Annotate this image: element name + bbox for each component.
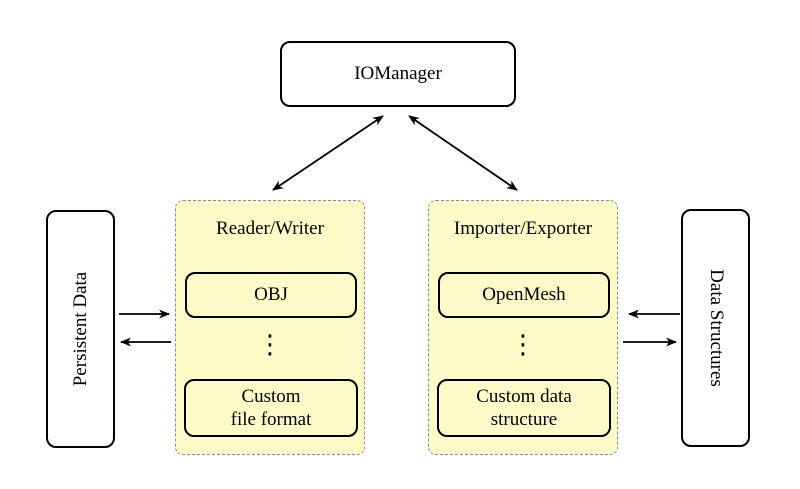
importer-exporter-title: Importer/Exporter (453, 218, 593, 239)
custom-file-format-node: Custom file format (184, 379, 358, 437)
arrow-iomanager-readerwriter (272, 115, 384, 191)
data-structures-node: Data Structures (681, 209, 750, 447)
reader-writer-title: Reader/Writer (216, 218, 324, 239)
openmesh-node: OpenMesh (438, 272, 610, 318)
importer-exporter-panel: Importer/Exporter OpenMesh ⋮ Custom data… (428, 200, 618, 455)
iomanager-label: IOManager (354, 63, 442, 84)
arrow-iomanager-importerexporter (408, 115, 518, 191)
iomanager-node: IOManager (280, 41, 516, 107)
reader-writer-panel: Reader/Writer OBJ ⋮ Custom file format (175, 200, 365, 455)
reader-writer-ellipsis: ⋮ (257, 330, 283, 360)
persistent-data-node: Persistent Data (46, 210, 115, 448)
data-structures-label: Data Structures (705, 269, 727, 387)
importer-exporter-ellipsis: ⋮ (510, 330, 536, 360)
persistent-data-label: Persistent Data (69, 271, 91, 387)
custom-data-structure-node: Custom data structure (437, 379, 611, 437)
obj-node: OBJ (185, 272, 357, 318)
